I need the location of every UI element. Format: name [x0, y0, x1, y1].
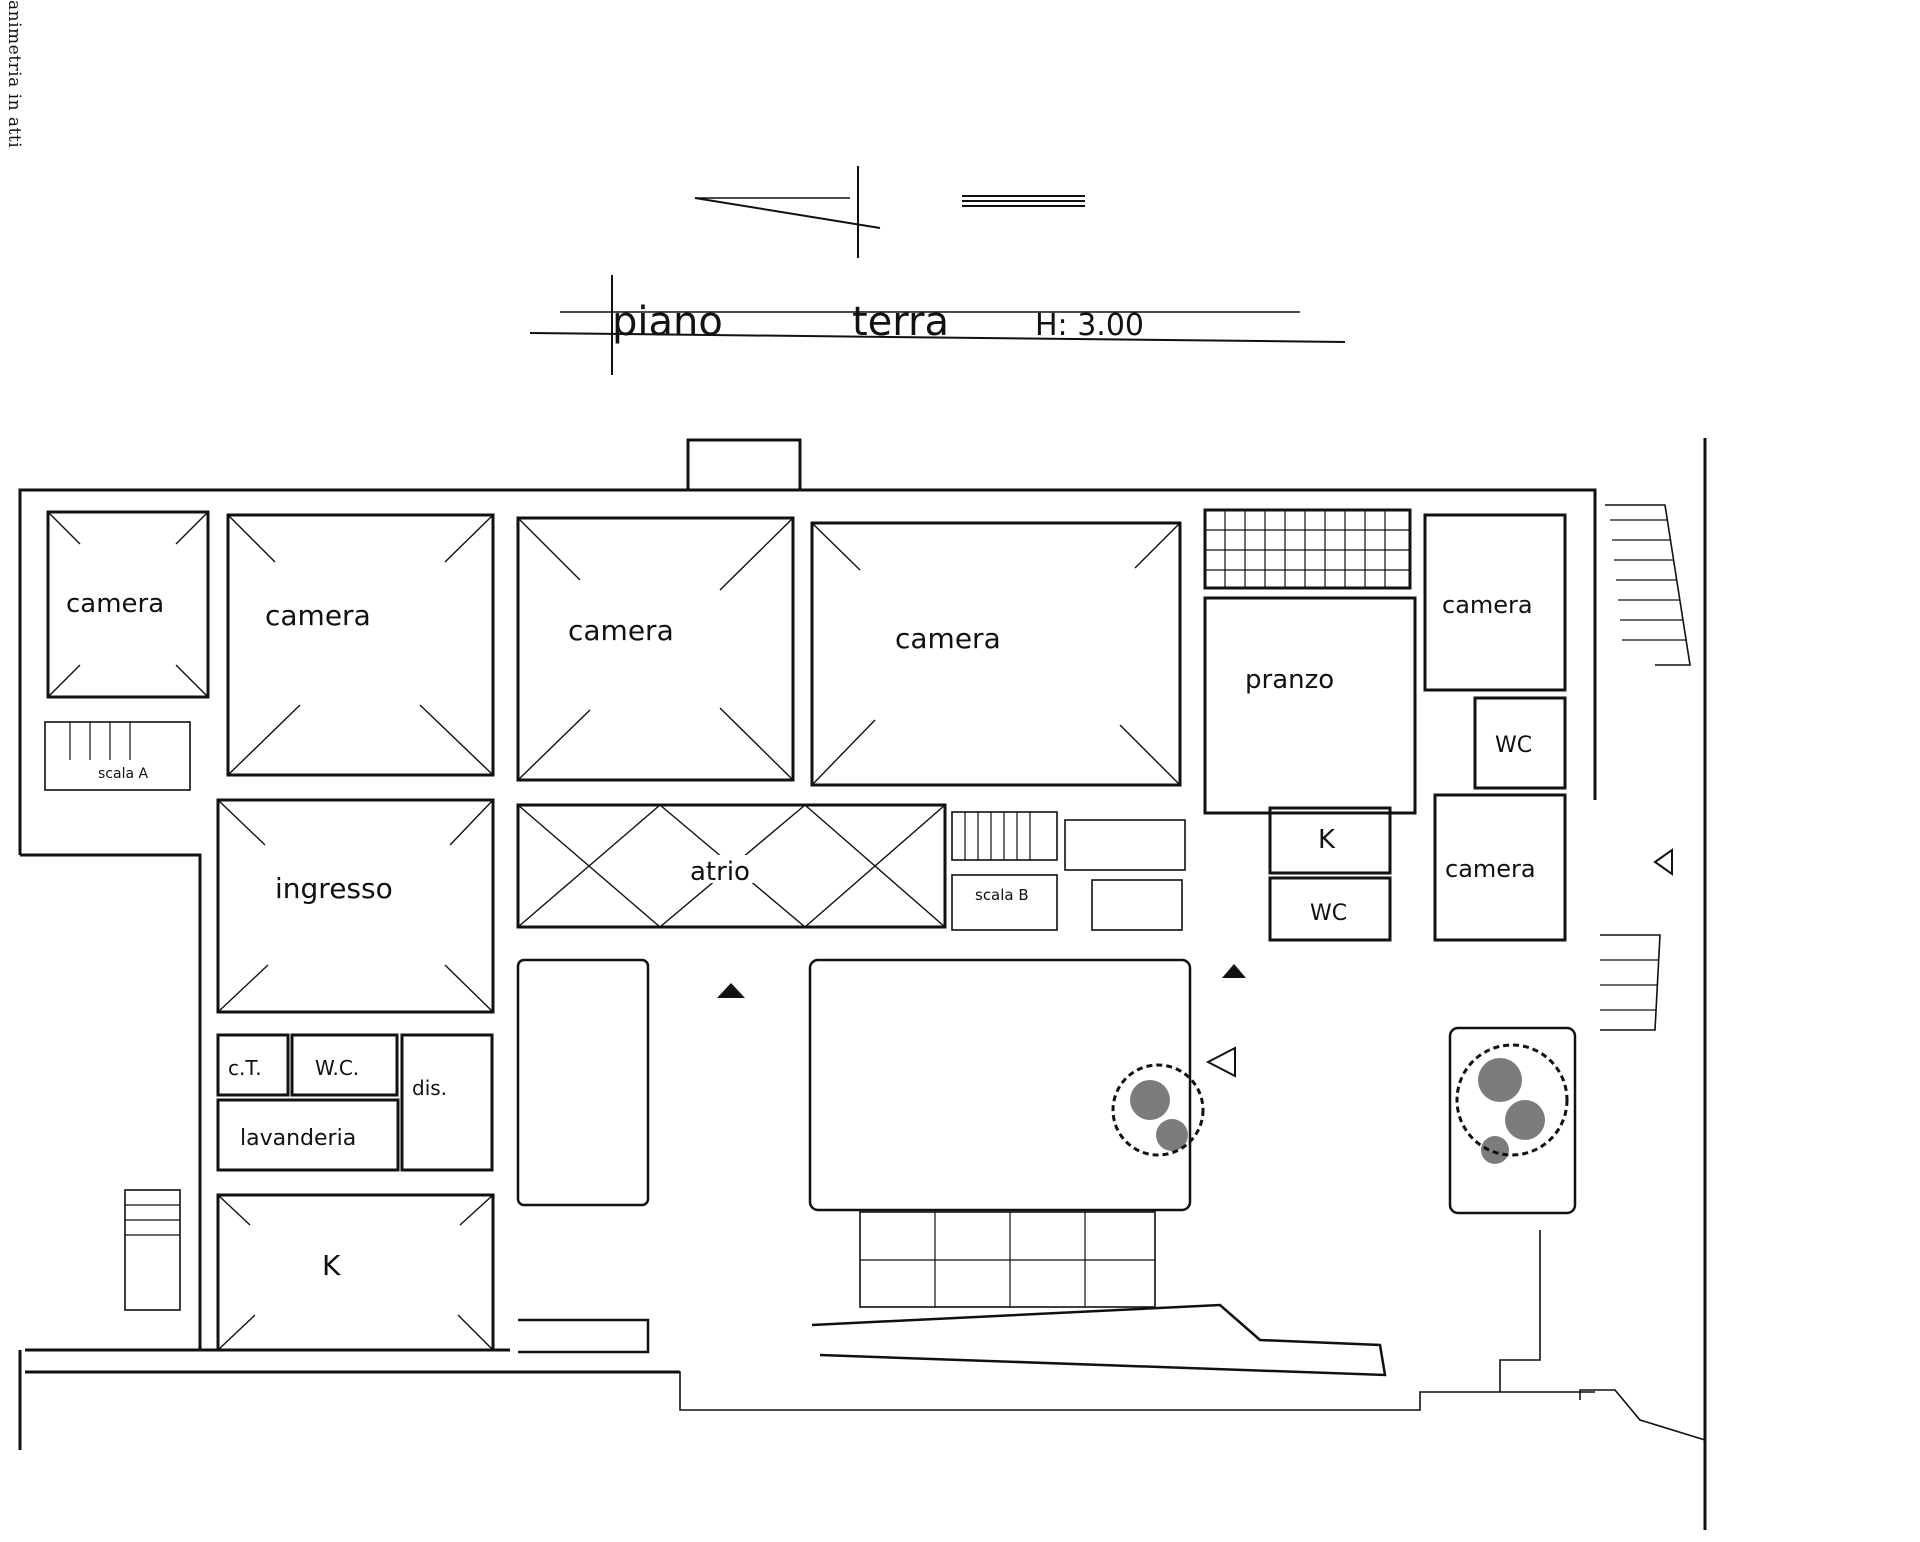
- entrance-marker-icon: [1222, 964, 1246, 978]
- grid-paving: [1203, 508, 1412, 590]
- room-ct: [216, 1033, 290, 1097]
- room-scala-a: [44, 721, 191, 791]
- label-camera-4: camera: [895, 622, 1001, 655]
- room-camera-5: [1423, 513, 1567, 692]
- room-ingresso: [216, 798, 495, 1014]
- room-wc-west: [290, 1033, 399, 1097]
- tree-icon: [1111, 1063, 1205, 1157]
- label-scala-a: scala A: [98, 766, 148, 782]
- entrance-marker-icon: [717, 983, 745, 998]
- title-piano: piano: [612, 299, 723, 345]
- room-dis: [400, 1033, 494, 1172]
- label-ct: c.T.: [228, 1056, 262, 1080]
- side-caption: animetria in atti: [4, 0, 24, 149]
- tree-icon: [1455, 1043, 1569, 1164]
- label-lavanderia: lavanderia: [240, 1126, 356, 1151]
- label-k-west: K: [322, 1249, 341, 1282]
- entrance-marker-icon: [1205, 1046, 1236, 1078]
- room-k-east: [1268, 806, 1392, 875]
- room-wc-east-1: [1473, 696, 1567, 790]
- room-camera-3: [516, 516, 795, 782]
- room-camera-1: [46, 510, 210, 699]
- entrance-marker-icon: [1653, 848, 1673, 876]
- drawing-title: piano terra H: 3.00: [529, 275, 1346, 375]
- room-k-west: [216, 1193, 495, 1352]
- paving-grid: [859, 1211, 1156, 1308]
- title-terra: terra: [852, 299, 949, 345]
- gravel-strip-center: [811, 1303, 1387, 1377]
- label-dis: dis.: [412, 1076, 447, 1100]
- room-camera-4: [810, 521, 1182, 787]
- site-boundary: [600, 1230, 1706, 1441]
- room-scala-b: [951, 811, 1186, 931]
- label-atrio: atrio: [690, 857, 750, 887]
- label-camera-1: camera: [66, 589, 164, 619]
- room-camera-2: [226, 513, 495, 777]
- label-camera-2: camera: [265, 599, 371, 632]
- label-ingresso: ingresso: [275, 872, 393, 905]
- room-camera-6: [1433, 793, 1567, 942]
- gravel-bed-left: [516, 958, 650, 1207]
- label-camera-6: camera: [1445, 855, 1536, 883]
- label-scala-b: scala B: [975, 886, 1029, 904]
- title-height: H: 3.00: [1035, 308, 1144, 343]
- label-k-east: K: [1318, 825, 1336, 855]
- label-camera-5: camera: [1442, 591, 1533, 619]
- east-stair: [1600, 504, 1691, 1031]
- label-wc-east-2: WC: [1310, 901, 1347, 926]
- label-pranzo: pranzo: [1245, 665, 1334, 695]
- north-arrow-icon: [694, 166, 1085, 258]
- room-wc-east-2: [1268, 876, 1392, 942]
- chimney: [686, 438, 802, 492]
- label-wc-east-1: WC: [1495, 733, 1532, 758]
- label-camera-3: camera: [568, 614, 674, 647]
- gravel-bed-center: [808, 958, 1192, 1212]
- label-wc-west: W.C.: [315, 1056, 359, 1080]
- room-pranzo: [1203, 596, 1417, 815]
- room-lavanderia: [216, 1098, 400, 1172]
- room-atrio: [516, 803, 947, 929]
- west-stair: [124, 1189, 181, 1311]
- gravel-strip-left: [518, 1318, 650, 1354]
